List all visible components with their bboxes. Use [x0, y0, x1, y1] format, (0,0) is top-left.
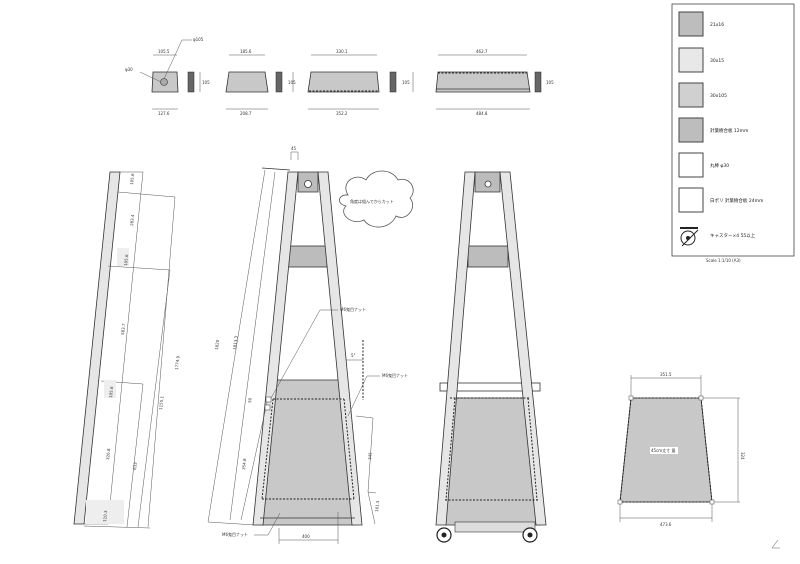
dim-top: 462.7	[476, 49, 488, 54]
dim-label: 1774.9	[174, 355, 180, 370]
angle-label: 5°	[351, 353, 356, 358]
part-3: 330.1 352.2 105	[307, 49, 414, 116]
dim-label: 105.6	[129, 173, 135, 185]
dim-bottom: 473.6	[660, 522, 672, 527]
cloud-note: 角度は組んでからカット	[339, 170, 414, 228]
dim-label: 400	[302, 534, 310, 539]
cloud-text: 角度は組んでからカット	[350, 198, 394, 204]
part-2: 185.6 208.7 105	[225, 49, 296, 116]
legend-label: 30x105	[710, 93, 727, 99]
dim-height: 105	[288, 80, 296, 85]
part-1: 105.5 127.6 φ105 φ30 105	[125, 37, 210, 116]
dim-label: 633	[132, 462, 138, 471]
legend-label: 白ポリ 針葉樹合板 24mm	[710, 197, 763, 204]
dim-label: 283.4	[129, 214, 135, 226]
legend-swatch-2	[678, 47, 704, 73]
dim-label: 1820	[214, 339, 220, 350]
legend-label: 30x15	[710, 58, 724, 64]
dim-label: 1155.1	[158, 395, 164, 410]
dim-bottom: 352.2	[336, 111, 348, 116]
dim-label: 105.6	[123, 254, 129, 266]
front-view: 45 1820 1813.3 50 354.8 345 161.5 400 5°…	[207, 146, 408, 544]
dim-label: 110.3	[102, 510, 108, 522]
scale-label: Scale 1:1/10 (A3)	[706, 258, 741, 263]
dim-label: 161.5	[374, 500, 380, 512]
legend-label: キャスター×4 55以上	[710, 232, 756, 239]
legend-swatch-4	[678, 117, 704, 143]
dim-label: 326.8	[105, 448, 111, 460]
legend-label: 21x16	[710, 22, 724, 28]
side-board: 105.6 283.4 105.6 583.7 105.6 326.8 110.…	[73, 171, 181, 529]
dim-top: 330.1	[336, 49, 348, 54]
legend: 21x16 30x15 30x105 針葉樹合板 12mm 丸棒 φ30 白ポリ…	[671, 3, 795, 263]
dim-bottom: 484.8	[476, 111, 488, 116]
panel-label: 45cm丈寸 量	[651, 447, 675, 453]
legend-swatch-6	[678, 187, 704, 213]
dim-label: 345	[367, 452, 373, 461]
dim-height: 105	[202, 80, 210, 85]
dim-bottom: 127.6	[158, 111, 170, 116]
caster-icon	[680, 227, 699, 247]
side-view	[435, 171, 547, 543]
dim-top: 105.5	[158, 49, 170, 54]
caster-right	[522, 527, 538, 543]
dim-label: 105.6	[108, 386, 114, 398]
legend-swatch-1	[678, 11, 704, 37]
nut-label: M6鬼目ナット	[382, 372, 408, 378]
dim-height: 105	[546, 80, 554, 85]
dim-height: 324	[740, 452, 745, 460]
dim-label: 354.8	[241, 458, 247, 470]
legend-label: 丸棒 φ30	[710, 162, 729, 169]
pencil-icon	[771, 539, 780, 549]
dim-label: 45	[291, 146, 297, 151]
hole-dia: φ30	[125, 67, 133, 72]
legend-label: 針葉樹合板 12mm	[710, 127, 748, 134]
dim-bottom: 208.7	[240, 111, 252, 116]
legend-swatch-3	[678, 82, 704, 108]
nut-label: M6鬼目ナット	[340, 306, 366, 312]
legend-swatch-5	[678, 152, 704, 178]
dim-label: 1813.3	[232, 335, 238, 350]
hole-label: φ105	[193, 37, 204, 42]
dim-label: 50	[247, 397, 253, 403]
panel-view: 351.5 473.6 324 45cm丈寸 量	[617, 372, 745, 527]
dim-top: 351.5	[660, 372, 672, 377]
part-4: 462.7 484.8 105	[435, 49, 554, 116]
dim-height: 105	[402, 80, 410, 85]
nut-label: M6鬼目ナット	[222, 531, 248, 537]
caster-left	[436, 527, 452, 543]
dim-top: 185.6	[240, 49, 252, 54]
dim-label: 583.7	[120, 323, 126, 335]
